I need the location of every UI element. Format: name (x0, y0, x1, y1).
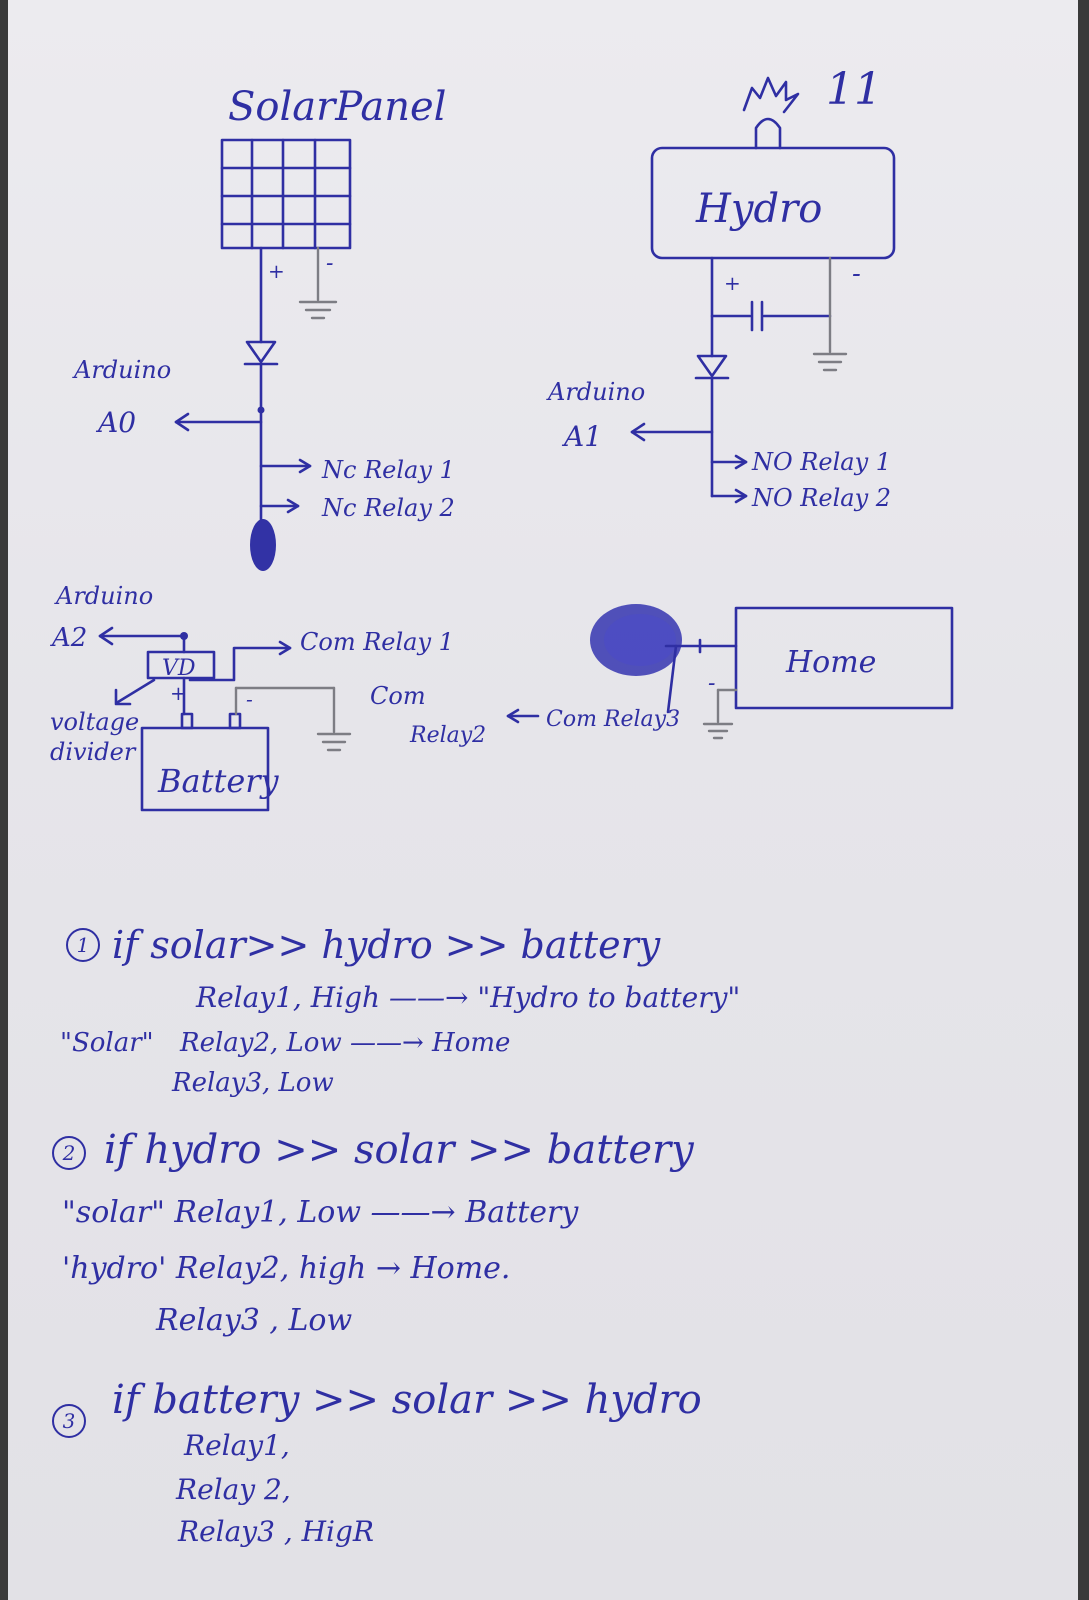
a1-no1: NO Relay 1 (751, 448, 891, 476)
note-3-number-badge: 3 (52, 1404, 86, 1438)
hydro-plus: + (724, 271, 741, 295)
com-relay1: Com Relay 1 (300, 628, 454, 656)
note-1-line3: Relay3, Low (172, 1068, 334, 1098)
note-2-line2: 'hydro' Relay2, high → Home. (62, 1251, 511, 1286)
solar-title: SolarPanel (228, 84, 446, 130)
vd-text-2: divider (50, 738, 137, 766)
flame-icon (742, 76, 800, 114)
home-section: Home - (590, 604, 954, 740)
note-2-line1: "solar" Relay1, Low ——→ Battery (62, 1195, 579, 1230)
note-1-line1: Relay1, High ——→ "Hydro to battery" (196, 981, 741, 1014)
note-3-condition: if battery >> solar >> hydro (112, 1377, 702, 1423)
note-2-number-badge: 2 (52, 1136, 86, 1170)
battery-section: Arduino A2 VD voltage divider + - Batter… (50, 582, 680, 812)
home-minus: - (708, 671, 715, 696)
note-2-condition: if hydro >> solar >> battery (104, 1127, 694, 1173)
solar-plus: + (268, 259, 285, 283)
a1-no2: NO Relay 2 (751, 484, 891, 512)
note-3-number: 3 (62, 1409, 76, 1433)
a1-arduino: Arduino (546, 378, 645, 406)
note-2-number: 2 (62, 1141, 76, 1165)
vd-text-1: voltage (50, 708, 139, 736)
com-relay3: Com Relay3 (546, 707, 680, 732)
home-label: Home (785, 645, 876, 680)
hydro-title: Hydro (695, 186, 822, 232)
battery-label: Battery (157, 762, 280, 800)
paper-sheet (8, 0, 1078, 1600)
hydro-plant: Hydro + - (630, 76, 896, 504)
solar-panel: SolarPanel + - (174, 84, 446, 571)
relay2-label: Relay2 (409, 723, 486, 748)
com-label: Com (370, 682, 426, 710)
note-2-line3: Relay3 , Low (156, 1303, 353, 1338)
battery-minus: - (246, 687, 253, 711)
a0-nc2: Nc Relay 2 (321, 494, 455, 522)
a1-pin: A1 (561, 420, 602, 453)
battery-plus: + (170, 681, 187, 705)
turbine-icon (754, 117, 782, 150)
page-number: 11 (826, 64, 882, 115)
note-3-line3: Relay3 , HigR (178, 1515, 375, 1548)
a0-pin: A0 (95, 406, 136, 439)
note-1-number-badge: 1 (66, 928, 100, 962)
note-1-tag: "Solar" (60, 1028, 154, 1058)
hydro-minus: - (852, 259, 861, 289)
a2-arduino: Arduino (54, 582, 153, 610)
note-1-number: 1 (76, 933, 90, 957)
a2-pin: A2 (50, 623, 87, 653)
vd-label: VD (162, 656, 196, 681)
a0-nc1: Nc Relay 1 (321, 456, 455, 484)
note-1-condition: if solar>> hydro >> battery (112, 923, 661, 967)
solar-minus: - (326, 251, 333, 276)
note-3-line1: Relay1, (184, 1429, 290, 1462)
note-3-line2: Relay 2, (176, 1473, 291, 1506)
note-1-line2: Relay2, Low ——→ Home (180, 1028, 511, 1058)
a0-arduino: Arduino (72, 356, 171, 384)
